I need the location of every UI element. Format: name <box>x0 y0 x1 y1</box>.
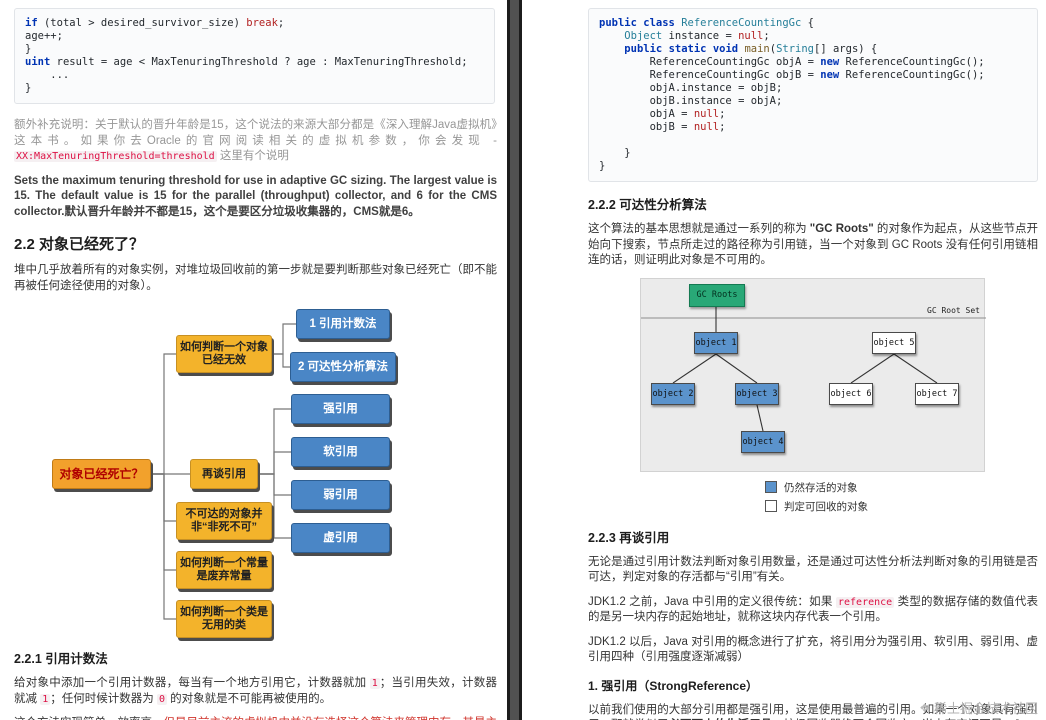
page-divider <box>507 0 522 720</box>
intro-paragraph: 堆中几乎放着所有的对象实例，对堆垃圾回收前的第一步就是要判断那些对象已经死亡（即… <box>14 264 497 292</box>
section-heading-2-2-2: 2.2.2 可达性分析算法 <box>588 198 707 212</box>
note-paragraph: 额外补充说明：关于默认的晋升年龄是15，这个说法的来源大部分都是《深入理解Jav… <box>14 119 497 162</box>
section-heading-2-2-3: 2.2.3 再谈引用 <box>588 530 670 545</box>
mindmap-node-phantom-ref: 虚引用 <box>291 523 390 553</box>
gc-object-node: object 6 <box>829 382 873 405</box>
mindmap-diagram: 对象已经死亡？ 如何判断一个对象已经无效 再谈引用 不可达的对象并非“非死不可”… <box>14 303 497 638</box>
watermark-text: 稀土掘金技术社区 <box>933 701 1038 716</box>
legend-dead-label: 判定可回收的对象 <box>784 500 868 513</box>
legend-alive-swatch <box>765 481 777 493</box>
gc-roots-node: GC Roots <box>689 283 745 307</box>
gc-object-node: object 7 <box>915 382 959 405</box>
mindmap-node-class: 如何判断一个类是无用的类 <box>176 600 272 638</box>
gc-object-node: object 2 <box>651 382 695 405</box>
watermark: ❖ 稀土掘金技术社区 <box>919 698 1038 717</box>
mindmap-node-ref-counting: 1 引用计数法 <box>296 309 390 339</box>
jdk12-before-paragraph: JDK1.2 之前，Java 中引用的定义很传统：如果 reference 类型… <box>588 595 1038 624</box>
mindmap-node-unreachable: 不可达的对象并非“非死不可” <box>176 502 272 540</box>
gc-roots-diagram: GC Roots GC Root Set object 1 object 2 o… <box>588 277 1038 518</box>
legend-dead-swatch <box>765 500 777 512</box>
strong-reference-heading: 1. 强引用（StrongReference） <box>588 678 759 693</box>
mindmap-node-root: 对象已经死亡？ <box>52 459 151 489</box>
reachability-paragraph: 这个算法的基本思想就是通过一系列的称为 "GC Roots" 的对象作为起点，从… <box>588 223 1038 266</box>
mindmap-connectors <box>151 323 296 620</box>
mindmap-node-strong-ref: 强引用 <box>291 394 390 424</box>
legend-row-alive: 仍然存活的对象 <box>765 480 868 495</box>
mindmap-node-references: 再谈引用 <box>190 459 258 489</box>
legend-row-dead: 判定可回收的对象 <box>765 499 868 514</box>
page-left: if (total > desired_survivor_size) break… <box>0 0 507 720</box>
mindmap-node-constant: 如何判断一个常量是废弃常量 <box>176 551 272 589</box>
section-heading-2-2: 2.2 对象已经死了？ <box>14 236 145 253</box>
mindmap-node-weak-ref: 弱引用 <box>291 480 390 510</box>
quote-paragraph: Sets the maximum tenuring threshold for … <box>14 174 497 218</box>
code-block-tenuring: if (total > desired_survivor_size) break… <box>14 8 495 104</box>
mindmap-node-reachability: 2 可达性分析算法 <box>290 352 396 382</box>
ref-counter-flaw-paragraph: 这个方法实现简单，效率高，但是目前主流的虚拟机中并没有选择这个算法来管理内存，其… <box>14 716 497 720</box>
jdk12-after-paragraph: JDK1.2 以后，Java 对引用的概念进行了扩充，将引用分为强引用、软引用、… <box>588 635 1038 664</box>
gc-object-node: object 1 <box>694 331 738 354</box>
gc-root-set-label: GC Root Set <box>927 305 980 315</box>
page-right: public class ReferenceCountingGc { Objec… <box>522 0 1046 720</box>
ref-counter-paragraph: 给对象中添加一个引用计数器，每当有一个地方引用它，计数器就加 1；当引用失效，计… <box>14 677 497 705</box>
gc-roots-canvas: GC Roots GC Root Set object 1 object 2 o… <box>640 277 986 472</box>
gc-object-node: object 4 <box>741 430 785 453</box>
mindmap-node-judge-invalid: 如何判断一个对象已经无效 <box>176 335 272 373</box>
mindmap-node-soft-ref: 软引用 <box>291 437 390 467</box>
code-block-reference-counting: public class ReferenceCountingGc { Objec… <box>588 8 1038 182</box>
gc-object-node: object 3 <box>735 382 779 405</box>
gc-legend: 仍然存活的对象 判定可回收的对象 <box>765 480 868 518</box>
juejin-logo-icon: ❖ <box>919 700 930 715</box>
section-heading-2-2-1: 2.2.1 引用计数法 <box>14 652 108 666</box>
legend-alive-label: 仍然存活的对象 <box>784 481 858 494</box>
reference-overview-paragraph: 无论是通过引用计数法判断对象引用数量，还是通过可达性分析法判断对象的引用链是否可… <box>588 555 1038 584</box>
gc-object-node: object 5 <box>872 331 916 354</box>
gc-roots-connectors <box>641 304 986 431</box>
